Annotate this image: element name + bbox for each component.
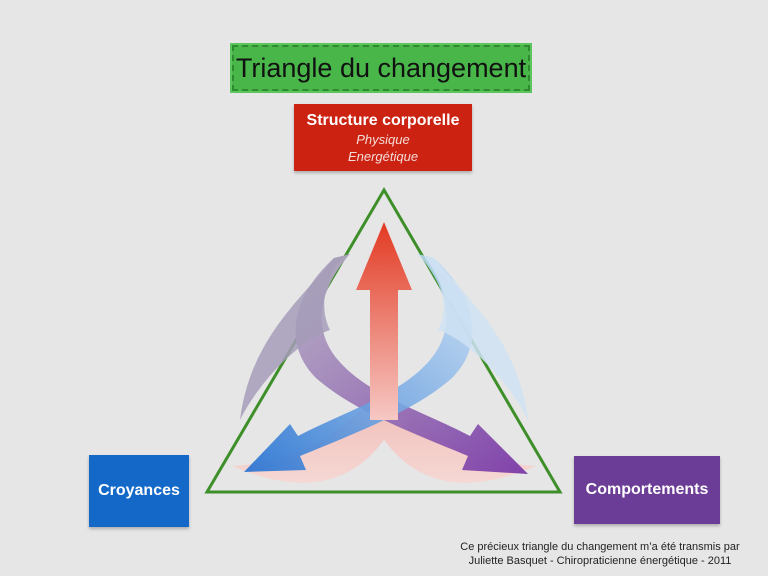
credit-line-2: Juliette Basquet - Chiropraticienne éner…: [468, 555, 732, 567]
title-box: Triangle du changement: [232, 45, 530, 91]
blue-arrow-body: [244, 254, 473, 472]
blue-right-wing: [424, 256, 528, 420]
comportements-box: Comportements: [574, 456, 720, 524]
croyances-heading: Croyances: [98, 482, 180, 499]
red-arrow: [356, 222, 412, 420]
structure-heading: Structure corporelle: [306, 111, 460, 129]
croyances-box: Croyances: [89, 455, 189, 527]
purple-left-wing: [240, 256, 344, 420]
credit-line-1: Ce précieux triangle du changement m’a é…: [460, 541, 740, 553]
comportements-heading: Comportements: [585, 481, 709, 498]
structure-line-energetique: Energétique: [347, 148, 419, 164]
structure-box: Structure corporelle Physique Energétiqu…: [294, 104, 472, 171]
red-arrow-base-curve: [232, 392, 536, 483]
credit-note: Ce précieux triangle du changement m’a é…: [440, 540, 760, 568]
structure-line-physique: Physique: [356, 131, 410, 147]
diagram-title: Triangle du changement: [235, 52, 527, 83]
